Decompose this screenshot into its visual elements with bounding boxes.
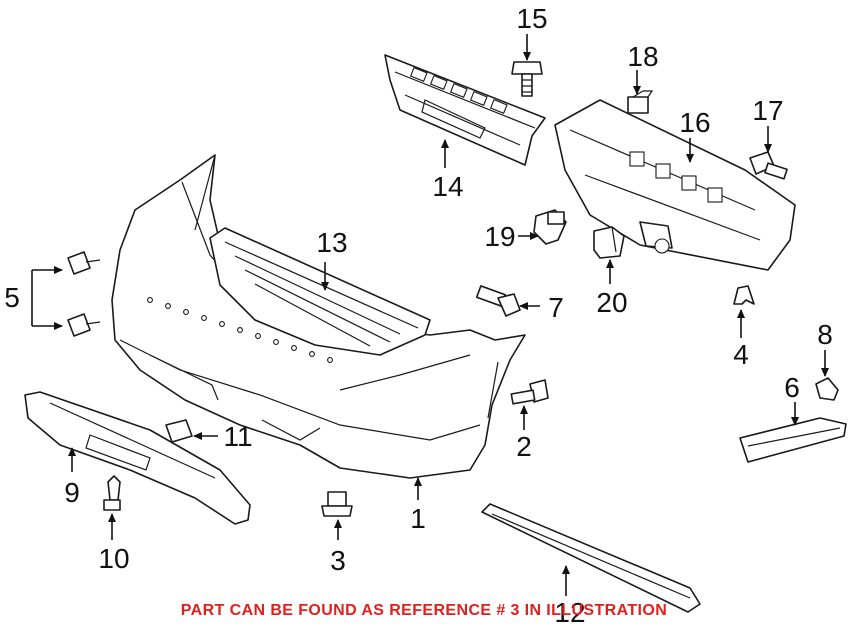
callout-12: 12	[554, 597, 585, 626]
part-9-valance	[24, 391, 251, 525]
callout-5: 5	[4, 282, 20, 313]
callout-7: 7	[548, 292, 564, 323]
callout-1: 1	[410, 503, 426, 534]
part-4-clip	[733, 285, 755, 305]
callout-8: 8	[817, 319, 833, 350]
part-2-pin	[510, 379, 549, 405]
callout-20: 20	[596, 287, 627, 318]
part-20-pad	[593, 226, 625, 259]
part-17-pin	[749, 151, 788, 180]
footer-reference-note: PART CAN BE FOUND AS REFERENCE # 3 IN IL…	[181, 602, 667, 619]
part-8-clip	[815, 377, 839, 401]
part-12-scuff-plate	[481, 503, 701, 613]
part-6-side-bracket	[739, 417, 847, 463]
callout-3: 3	[330, 545, 346, 576]
callout-11: 11	[223, 421, 252, 452]
callout-15: 15	[516, 3, 547, 34]
callout-9: 9	[64, 477, 80, 508]
part-18-nut	[627, 90, 654, 114]
part-15-bolt	[511, 61, 543, 97]
callout-13: 13	[316, 227, 347, 258]
callout-18: 18	[627, 41, 658, 72]
callout-6: 6	[784, 372, 800, 403]
part-19-sensor	[533, 209, 567, 245]
part-16-absorber	[554, 99, 796, 271]
leader-lines	[31, 34, 829, 596]
part-7-bolt	[475, 285, 521, 317]
callout-10: 10	[98, 543, 129, 574]
part-5-fasteners	[67, 251, 101, 337]
part-14-bracket	[384, 54, 546, 166]
part-10-screw	[103, 475, 121, 511]
callout-2: 2	[516, 431, 532, 462]
callout-17: 17	[752, 95, 783, 126]
callout-14: 14	[432, 171, 463, 202]
callout-16: 16	[679, 107, 710, 138]
callout-labels: 1 2 3 4 5 6 7 8 9 10 11 12 13 14 15 16 1…	[4, 3, 833, 626]
part-3-push-pin	[321, 491, 353, 517]
callout-19: 19	[484, 221, 515, 252]
callout-4: 4	[733, 339, 749, 370]
part-11-clip	[165, 419, 193, 443]
